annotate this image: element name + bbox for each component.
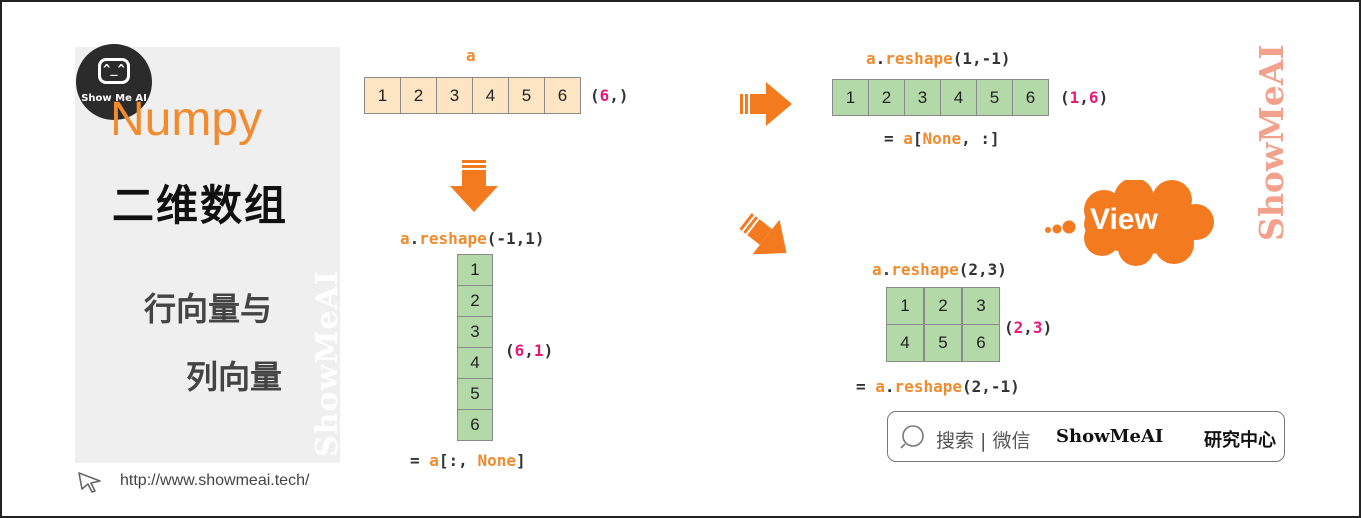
right-watermark: ShowMeAI (1252, 44, 1291, 241)
row-vector-cell: 6 (1012, 79, 1049, 116)
row-vector-cell: 1 (832, 79, 869, 116)
col-vector-cell: 3 (457, 316, 493, 348)
array-a-cell: 1 (364, 77, 401, 114)
logo-text: Show Me AI (81, 93, 147, 104)
col-vector-shape: (6,1) (505, 341, 554, 360)
matrix-cell: 4 (886, 324, 924, 362)
cursor-pointer-icon (78, 472, 101, 493)
matrix-equivalent: = a.reshape(2,-1) (856, 377, 1020, 396)
row-vector-cell: 4 (940, 79, 977, 116)
page-title: Numpy (110, 93, 263, 146)
matrix-cell: 2 (924, 287, 962, 325)
row-vector-cell: 5 (976, 79, 1013, 116)
search-text: 搜索 | 微信 (936, 430, 1031, 452)
matrix-cell: 5 (924, 324, 962, 362)
col-vector-cell: 5 (457, 378, 493, 410)
search-wechat-box[interactable]: 搜索 | 微信 ShowMeAI 研究中心 (887, 411, 1285, 462)
row-vector-expression: a.reshape(1,-1) (866, 49, 1011, 68)
topic-line-2: 列向量 (186, 358, 283, 396)
website-link[interactable]: http://www.showmeai.tech/ (120, 472, 310, 489)
col-vector-expression: a.reshape(-1,1) (400, 229, 545, 248)
array-a-cell: 6 (544, 77, 581, 114)
array-a-cell: 2 (400, 77, 437, 114)
array-a-label: a (466, 46, 476, 65)
col-vector-cell: 1 (457, 254, 493, 286)
view-cloud-icon (1045, 180, 1214, 266)
col-vector-equivalent: = a[:, None] (410, 451, 526, 470)
array-a-cell: 5 (508, 77, 545, 114)
row-vector-shape: (1,6) (1060, 88, 1109, 107)
search-brand: ShowMeAI (1056, 426, 1164, 447)
row-vector-cell: 3 (904, 79, 941, 116)
array-a-cell: 4 (472, 77, 509, 114)
matrix-cell: 6 (962, 324, 1000, 362)
matrix-cell: 3 (962, 287, 1000, 325)
view-cloud-label: View (1090, 203, 1158, 236)
row-vector-cell: 2 (868, 79, 905, 116)
row-vector-equivalent: = a[None, :] (884, 129, 1000, 148)
col-vector-cell: 4 (457, 347, 493, 379)
down-arrow-icon (450, 160, 498, 212)
search-brand-cn: 研究中心 (1204, 430, 1276, 451)
matrix-shape: (2,3) (1004, 318, 1053, 337)
array-a-shape: (6,) (590, 86, 629, 105)
robot-face-icon: ^_^ (98, 58, 130, 84)
showmeai-logo: ^_^ Show Me AI (76, 44, 152, 120)
array-a-cell: 3 (436, 77, 473, 114)
sidebar-watermark: ShowMeAI (310, 270, 344, 457)
search-icon (900, 425, 924, 449)
col-vector-cell: 2 (457, 285, 493, 317)
matrix-expression: a.reshape(2,3) (872, 260, 1007, 279)
col-vector-cell: 6 (457, 409, 493, 441)
topic-line-1: 行向量与 (144, 290, 273, 328)
diagonal-arrow-icon (739, 213, 787, 255)
right-arrow-icon (740, 82, 792, 126)
matrix-cell: 1 (886, 287, 924, 325)
page-subtitle: 二维数组 (112, 181, 289, 230)
